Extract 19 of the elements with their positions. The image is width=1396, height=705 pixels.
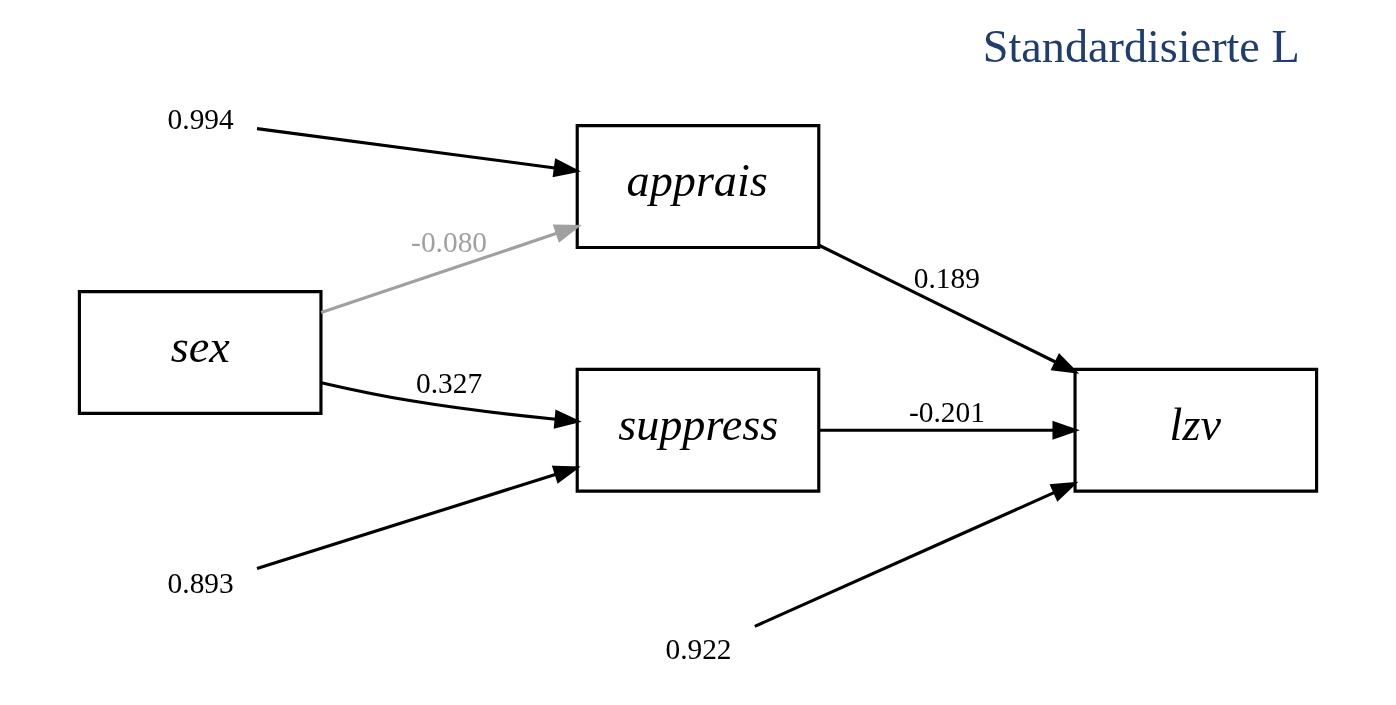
arrow: [818, 243, 1080, 374]
node-text: 0.922: [665, 632, 732, 665]
node-box: apprais: [575, 124, 821, 250]
edge-label: -0.201: [908, 396, 985, 429]
arrow: [320, 224, 582, 315]
arrow: [256, 465, 581, 570]
arrow: [320, 381, 582, 429]
diagram-title: Standardisierte L: [982, 20, 1300, 72]
node-text: 0.893: [167, 567, 234, 600]
node-box: sex: [77, 290, 323, 415]
edge-label: 0.327: [416, 366, 483, 399]
arrow: [754, 481, 1079, 628]
edge-label: -0.080: [411, 226, 488, 259]
node-text: 0.994: [167, 103, 234, 136]
node-box: lzv: [1073, 367, 1319, 493]
node-box: suppress: [575, 367, 821, 493]
arrow: [256, 127, 581, 178]
arrow: [818, 420, 1080, 440]
edge-label: 0.189: [913, 261, 980, 294]
